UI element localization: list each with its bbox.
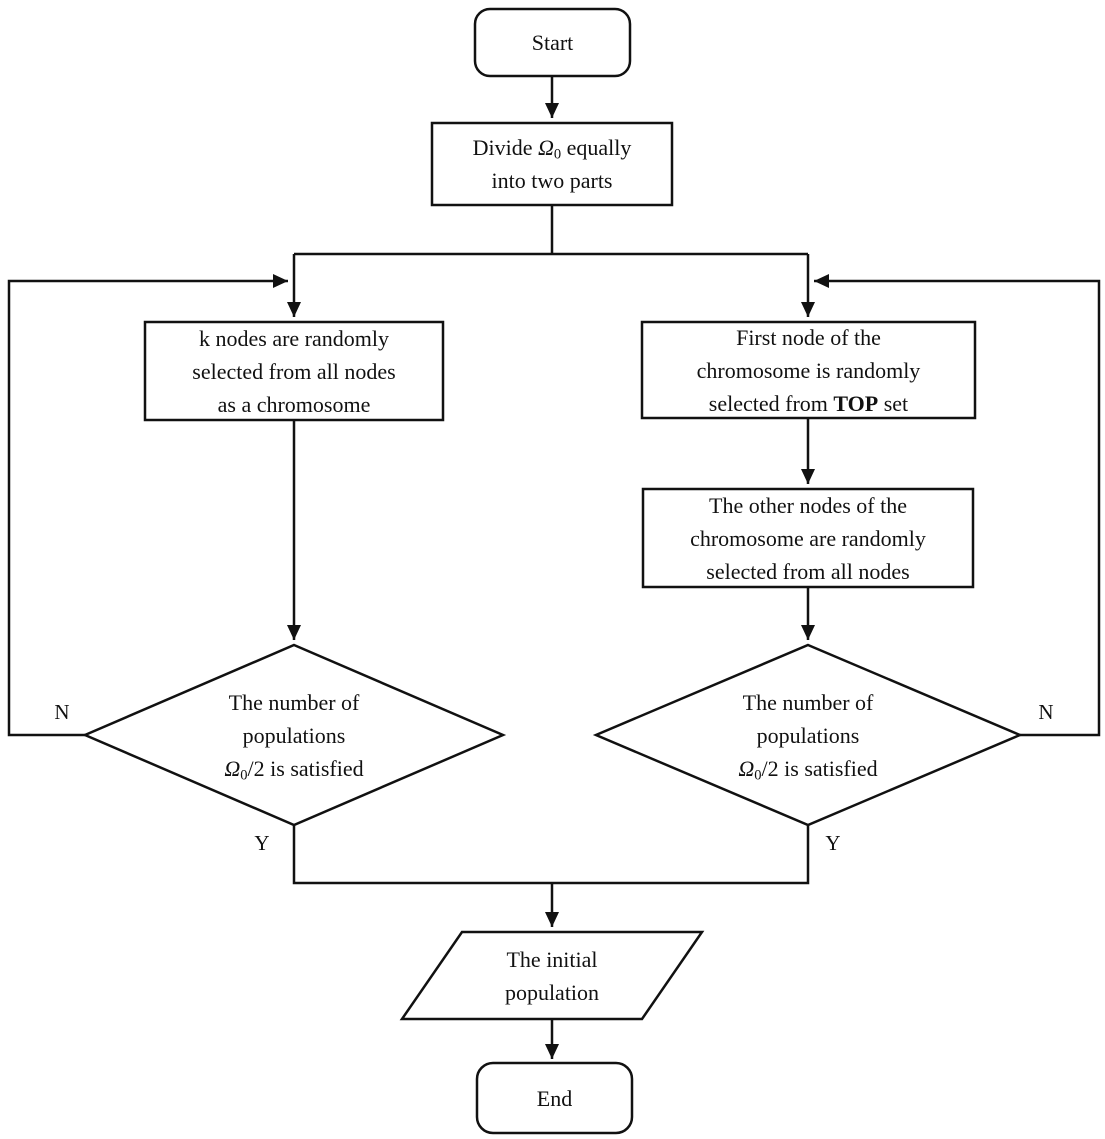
right-decision-node: The number of populations Ω0/2 is satisf… (658, 680, 958, 790)
divide-node: Divide Ω0 equally into two parts (432, 123, 672, 205)
initial-population-shape (399, 930, 705, 1021)
omega-symbol: Ω (537, 135, 554, 160)
initial-population-node: The initial population (432, 932, 672, 1019)
text-line: The number of (228, 689, 360, 715)
end-node: End (477, 1063, 632, 1133)
right-first-shape (640, 320, 977, 420)
text-line: populations (242, 722, 346, 748)
divide-line2: into two parts (491, 168, 613, 193)
omega-subscript: 0 (240, 767, 248, 784)
text-line: Ω0/2 is satisfied (224, 755, 364, 784)
text-line: The other nodes of the (709, 492, 907, 518)
divide-line1: Divide Ω0 equally (472, 135, 632, 163)
end-label: End (536, 1085, 573, 1111)
edge-right-no-loop (814, 274, 1101, 737)
right-first-node: First node of the chromosome is randomly… (642, 322, 975, 418)
divide-shape (430, 121, 674, 207)
text-line: First node of the (736, 324, 881, 350)
text-line: The initial (506, 946, 598, 972)
omega-symbol: Ω (224, 755, 241, 781)
text-line: as a chromosome (217, 391, 371, 417)
omega-subscript: 0 (754, 767, 762, 784)
text-line: Ω0/2 is satisfied (738, 755, 878, 784)
left-select-node: k nodes are randomly selected from all n… (145, 322, 443, 420)
omega-subscript: 0 (553, 146, 562, 163)
right-other-node: The other nodes of the chromosome are ra… (643, 489, 973, 587)
start-node: Start (475, 9, 630, 76)
start-shape (473, 7, 632, 78)
text-line: population (504, 979, 600, 1005)
text-line: selected from TOP set (708, 390, 909, 416)
right-yes-label: Y (825, 831, 841, 855)
text-line: selected from all nodes (706, 558, 910, 584)
edge-left-no-loop (7, 274, 288, 737)
text-line: chromosome is randomly (696, 357, 921, 383)
edge-divide-trunk (294, 205, 808, 256)
text-line: k nodes are randomly (199, 325, 389, 351)
right-no-label: N (1038, 700, 1054, 724)
start-label: Start (531, 30, 574, 55)
right-other-shape (641, 487, 975, 589)
text-line: populations (756, 722, 860, 748)
text-line: chromosome are randomly (690, 525, 926, 551)
end-shape (475, 1061, 634, 1135)
text-line: The number of (742, 689, 874, 715)
left-no-label: N (54, 700, 70, 724)
left-yes-label: Y (254, 831, 270, 855)
left-decision-shape (81, 643, 507, 827)
top-set-keyword: TOP (833, 390, 879, 416)
left-decision-node: The number of populations Ω0/2 is satisf… (144, 680, 444, 790)
right-decision-shape (592, 643, 1024, 827)
left-select-shape (143, 320, 445, 422)
text-line: selected from all nodes (192, 358, 396, 384)
edge-yes-merge (292, 825, 810, 885)
omega-symbol: Ω (738, 755, 755, 781)
